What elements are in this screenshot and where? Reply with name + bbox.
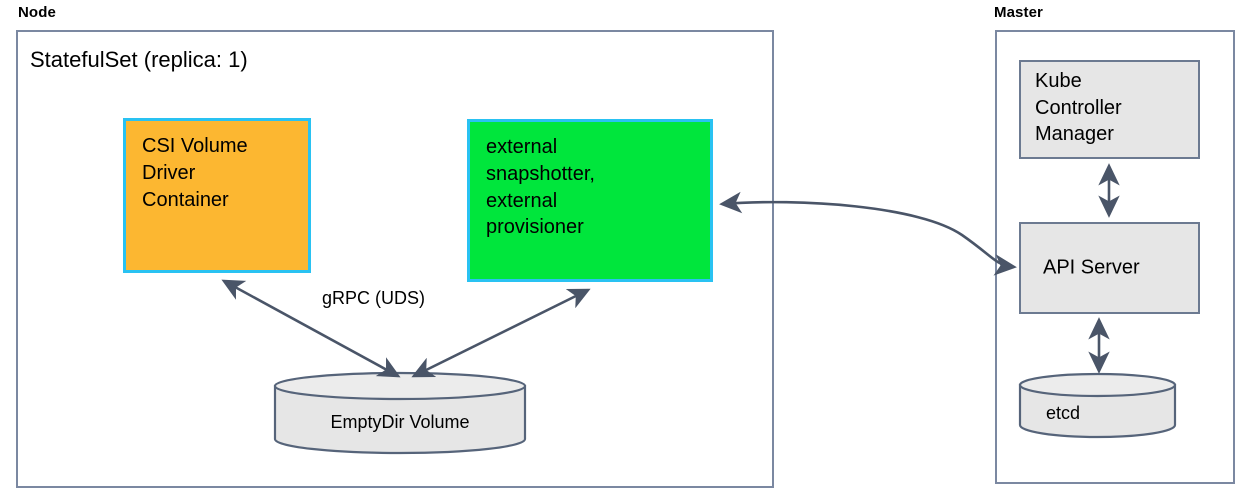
- master-group-label: Master: [994, 4, 1043, 21]
- statefulset-title: StatefulSet (replica: 1): [30, 47, 248, 72]
- kube-controller-manager-box[interactable]: Kube Controller Manager: [1019, 60, 1200, 159]
- node-group-label: Node: [18, 4, 56, 21]
- external-sidecars-label: external snapshotter, external provision…: [486, 136, 595, 239]
- emptydir-volume-label: EmptyDir Volume: [330, 412, 470, 432]
- etcd-cylinder[interactable]: etcd: [1018, 372, 1177, 439]
- api-server-label: API Server: [1043, 256, 1140, 279]
- grpc-uds-edge-label: gRPC (UDS): [322, 288, 426, 308]
- external-sidecars-box[interactable]: external snapshotter, external provision…: [467, 119, 713, 282]
- kube-controller-manager-label: Kube Controller Manager: [1035, 70, 1122, 146]
- csi-volume-driver-container-box[interactable]: CSI Volume Driver Container: [123, 118, 311, 273]
- csi-volume-driver-container-label: CSI Volume Driver Container: [142, 135, 248, 211]
- emptydir-volume-cylinder[interactable]: EmptyDir Volume: [273, 371, 527, 455]
- etcd-label: etcd: [1046, 403, 1081, 423]
- api-server-box[interactable]: API Server: [1019, 222, 1200, 314]
